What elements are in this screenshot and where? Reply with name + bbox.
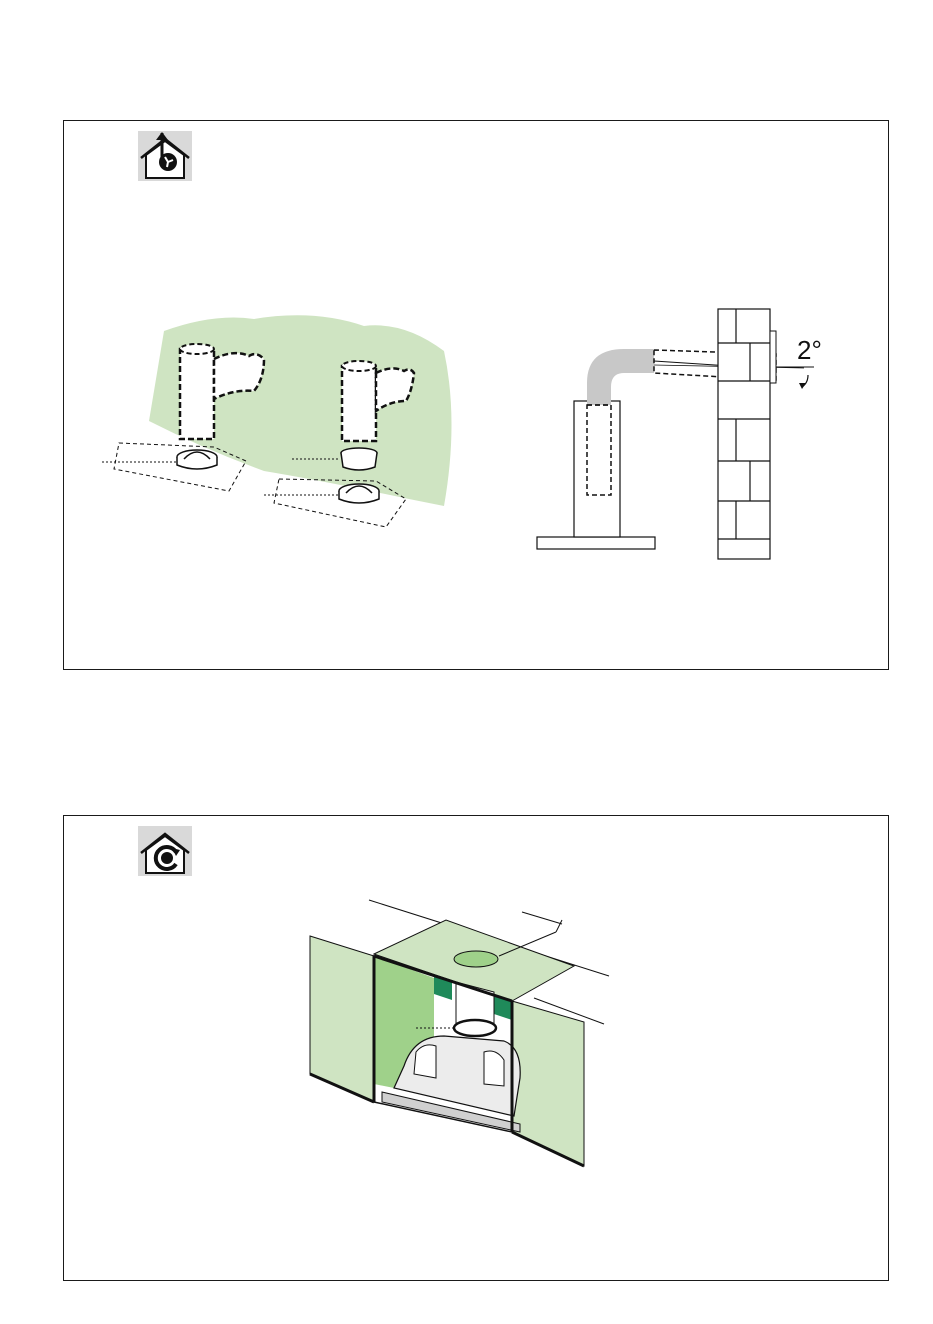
ducted-installation-panel: 2° — [63, 120, 889, 670]
slope-angle-label: 2° — [797, 335, 822, 366]
house-recirculation-icon — [138, 826, 192, 876]
house-ducted-exhaust-icon — [138, 131, 192, 181]
ducted-diagram — [64, 121, 890, 671]
side-view-diagram — [537, 309, 814, 559]
recirculation-installation-panel — [63, 815, 889, 1281]
recirculation-diagram — [64, 816, 890, 1282]
cabinet-unit — [310, 900, 609, 1166]
